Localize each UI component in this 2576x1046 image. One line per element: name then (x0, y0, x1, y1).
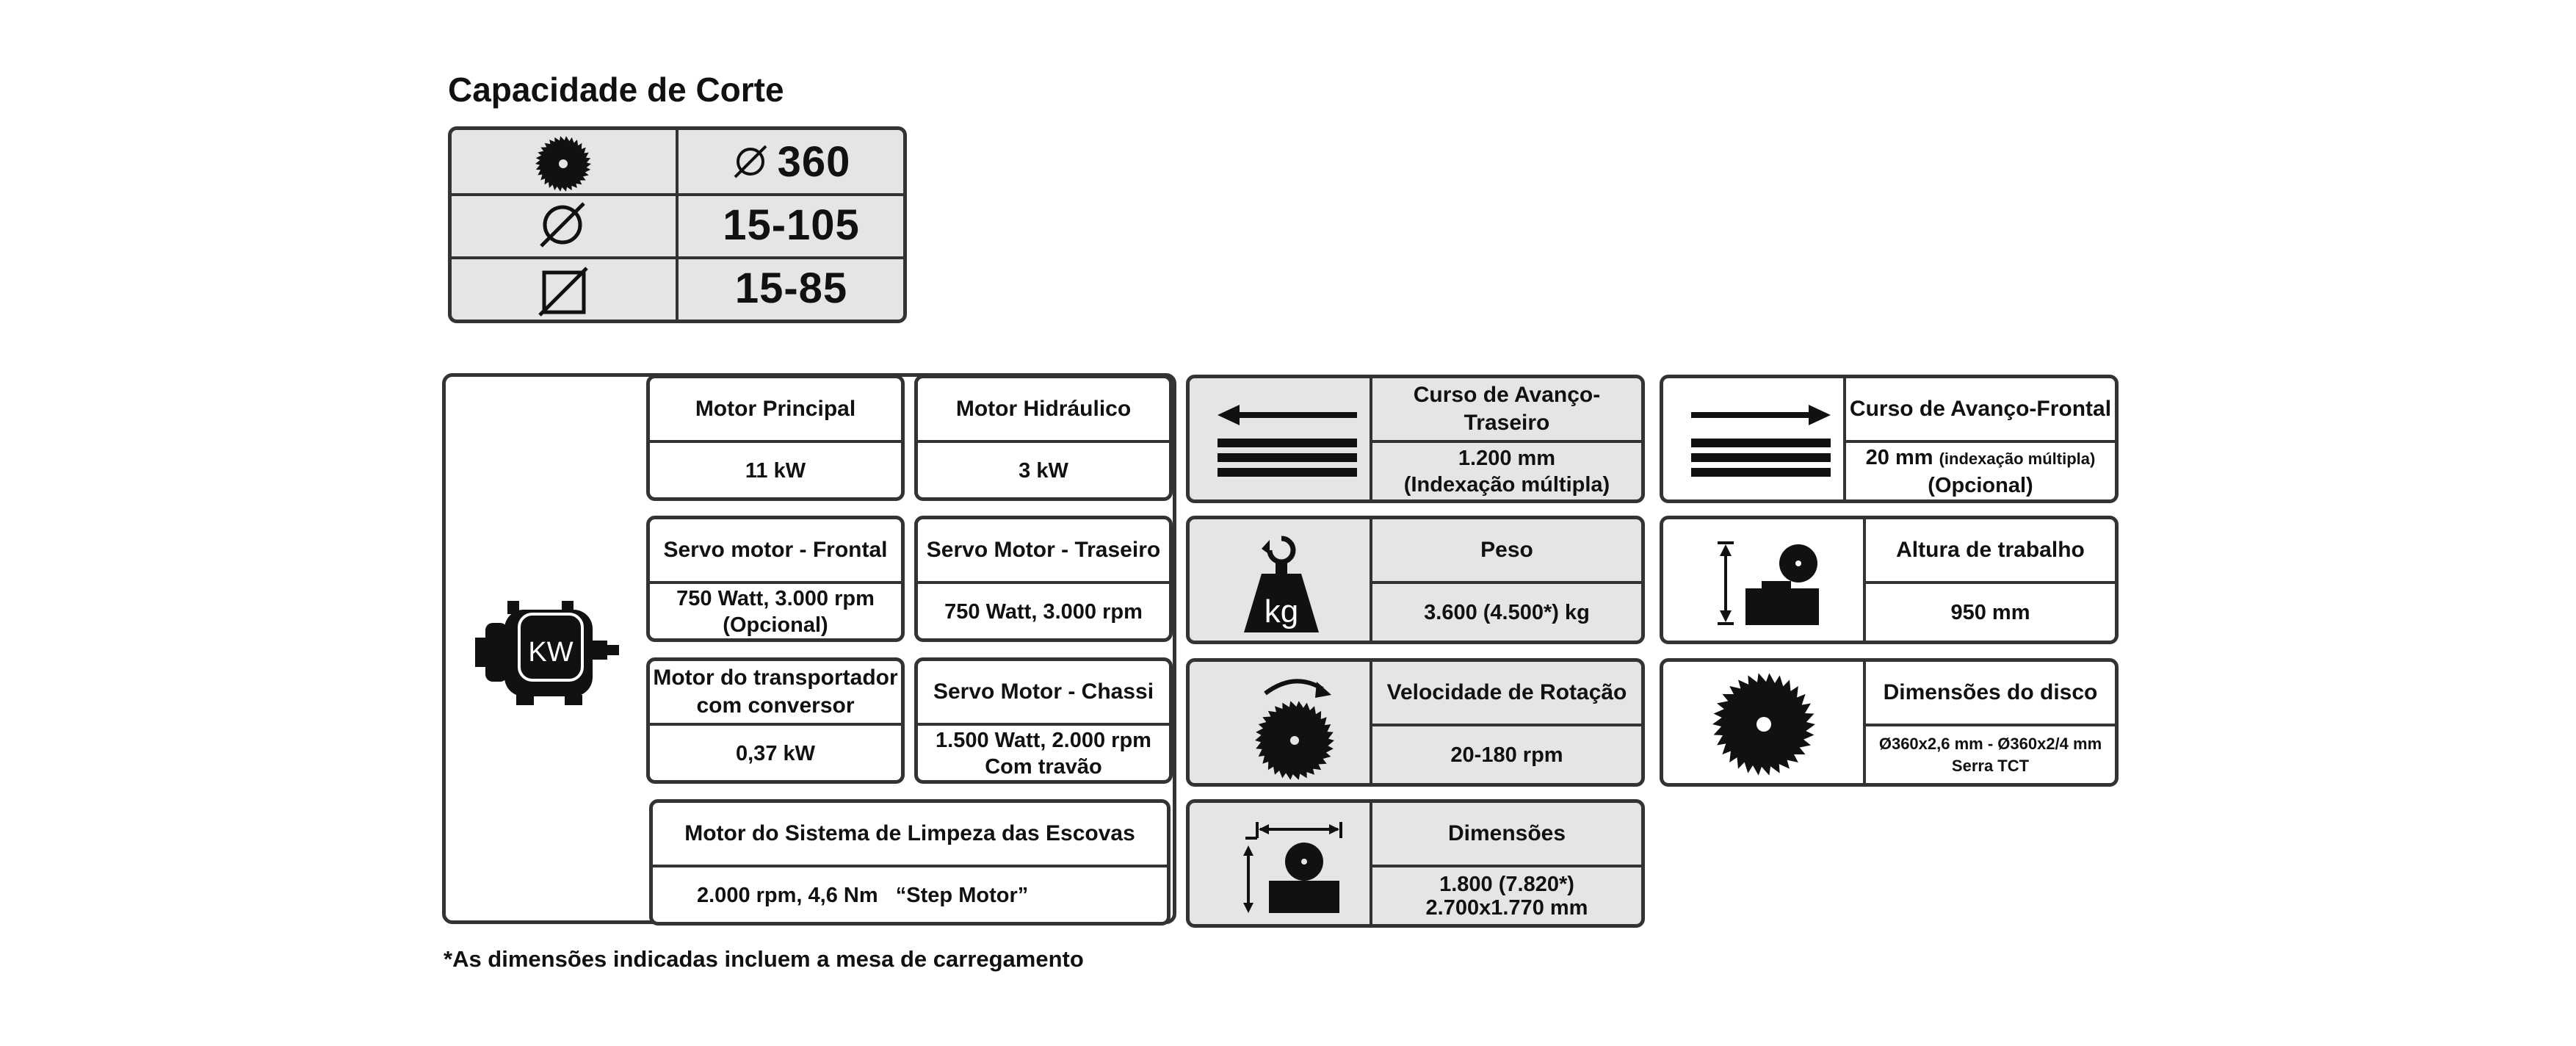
servo-traseiro-cell: Servo Motor - Traseiro 750 Watt, 3.000 r… (914, 516, 1173, 642)
footnote: *As dimensões indicadas incluem a mesa d… (444, 946, 1084, 972)
capacity-title: Capacidade de Corte (448, 71, 784, 109)
square-section-icon (537, 265, 590, 318)
working-height-icon (1709, 540, 1834, 628)
motor-limpeza-cell: Motor do Sistema de Limpeza das Escovas … (649, 799, 1171, 926)
motor-transportador-cell: Motor do transportador com conversor 0,3… (646, 657, 905, 784)
svg-text:KW: KW (528, 637, 573, 668)
feed-back-arrow-icon (1218, 400, 1357, 481)
saw-disc-icon (1712, 672, 1816, 776)
capacity-value-round-blade: 360 (777, 137, 851, 186)
diameter-icon (734, 145, 767, 178)
rotation-saw-icon (1247, 672, 1342, 782)
feed-front-arrow-icon (1691, 400, 1831, 481)
curso-traseiro-cell: Curso de Avanço-Traseiro 1.200 mm (Index… (1186, 375, 1645, 503)
motor-principal-cell: Motor Principal 11 kW (646, 375, 905, 501)
altura-trabalho-cell: Altura de trabalho 950 mm (1660, 516, 2119, 644)
peso-cell: kg Peso 3.600 (4.500*) kg (1186, 516, 1645, 644)
weight-icon: kg (1241, 533, 1322, 635)
dimensions-icon (1238, 819, 1348, 915)
diameter-icon (538, 201, 587, 249)
capacity-table: 360 15-105 15-85 (448, 126, 907, 323)
dimensoes-disco-cell: Dimensões do disco Ø360x2,6 mm - Ø360x2/… (1660, 658, 2119, 787)
electric-motor-icon: KW (475, 594, 622, 711)
capacity-value-square: 15-85 (734, 264, 848, 312)
servo-chassi-cell: Servo Motor - Chassi 1.500 Watt, 2.000 r… (914, 657, 1173, 784)
dimensoes-cell: Dimensões 1.800 (7.820*) 2.700x1.770 mm (1186, 799, 1645, 928)
capacity-value-round: 15-105 (723, 201, 860, 249)
saw-blade-icon (534, 134, 593, 193)
servo-frontal-cell: Servo motor - Frontal 750 Watt, 3.000 rp… (646, 516, 905, 642)
velocidade-cell: Velocidade de Rotação 20-180 rpm (1186, 658, 1645, 787)
svg-text:kg: kg (1265, 594, 1298, 630)
curso-frontal-cell: Curso de Avanço-Frontal 20 mm (indexação… (1660, 375, 2119, 503)
motor-hidraulico-cell: Motor Hidráulico 3 kW (914, 375, 1173, 501)
